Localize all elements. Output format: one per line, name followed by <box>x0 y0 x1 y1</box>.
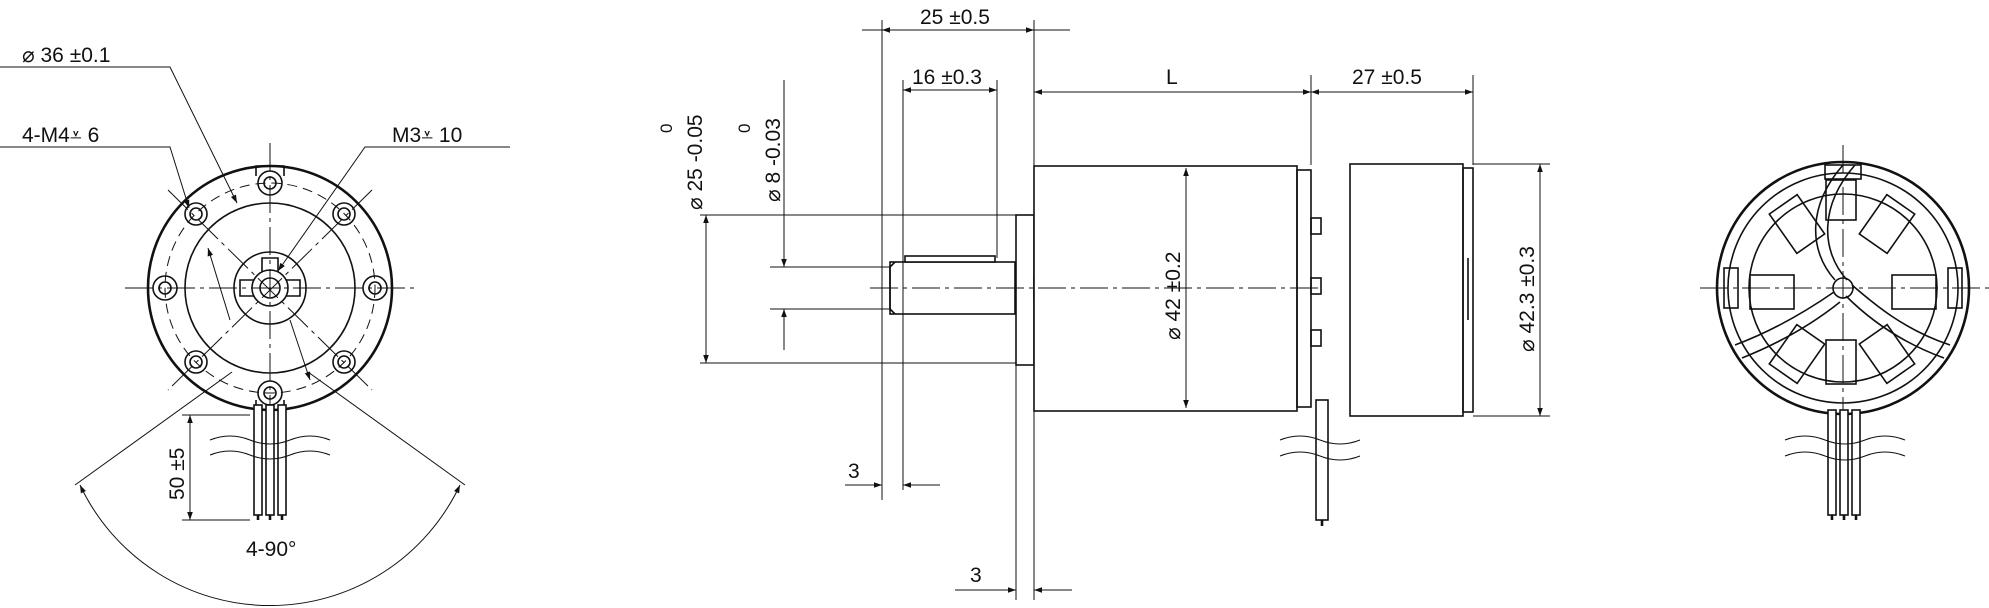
m3-depth: 10 <box>439 124 462 147</box>
encoder-length: 27 ±0.5 <box>1352 66 1422 89</box>
shaft-dia-tol: 0 <box>735 124 754 133</box>
svg-text:⌀ 25 -0.05: ⌀ 25 -0.05 <box>684 114 707 210</box>
side-view: 25 ±0.5 16 ±0.3 L 27 ±0.5 ⌀ 25 -0.05 0 ⌀… <box>657 6 1550 600</box>
flange-thk-lower: 3 <box>970 564 982 587</box>
shaft-dia: 8 -0.03 <box>762 118 785 183</box>
flange-thk-upper: 3 <box>848 460 860 483</box>
svg-text:⌀ 36 ±0.1: ⌀ 36 ±0.1 <box>22 44 110 67</box>
svg-text:⌀ 42.3 ±0.3: ⌀ 42.3 ±0.3 <box>1516 246 1539 352</box>
svg-text:M3⩡ 10: M3⩡ 10 <box>392 124 462 147</box>
angle-label: 4-90° <box>246 538 296 561</box>
m4-label: 4-M4 <box>22 124 70 147</box>
pilot-dia-tol: 0 <box>657 124 676 133</box>
svg-text:⌀ 8 -0.03: ⌀ 8 -0.03 <box>762 118 785 202</box>
rear-view <box>1700 145 1989 520</box>
pilot-dia: 25 -0.05 <box>684 114 707 191</box>
lead-length-label: 50 ±5 <box>166 448 189 500</box>
shaft-len-total: 25 ±0.5 <box>920 6 990 29</box>
front-dia-label: 36 ±0.1 <box>41 44 111 67</box>
front-view: ⌀ 36 ±0.1 4-M4⩡ 6 M3⩡ 10 50 ±5 4-90° <box>0 44 510 607</box>
m3-label: M3 <box>392 124 421 147</box>
m4-depth: 6 <box>88 124 100 147</box>
encoder-dia: 42.3 ±0.3 <box>1516 246 1539 333</box>
body-dia: 42 ±0.2 <box>1162 252 1185 322</box>
m4-holes <box>184 202 356 374</box>
motor-length: L <box>1166 66 1178 89</box>
front-leads <box>209 404 331 520</box>
svg-text:⌀ 42 ±0.2: ⌀ 42 ±0.2 <box>1162 252 1185 340</box>
rear-coils <box>1749 179 1937 385</box>
svg-text:4-M4⩡ 6: 4-M4⩡ 6 <box>22 124 99 147</box>
shaft-len-flat: 16 ±0.3 <box>912 66 982 89</box>
